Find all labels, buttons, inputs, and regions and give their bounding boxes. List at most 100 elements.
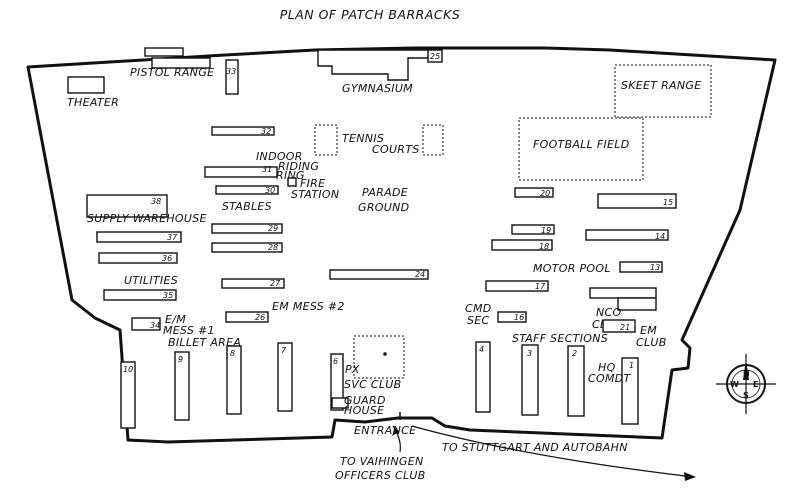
building-8 [226, 345, 242, 415]
building-33 [225, 59, 239, 95]
vaihingen-label-2: OFFICERS CLUB [335, 469, 426, 482]
tennis-court-east [422, 124, 444, 156]
staff-sections-label: STAFF SECTIONS [512, 332, 608, 345]
comdt-label: COMDT [588, 372, 631, 385]
building-12-wing [617, 297, 657, 311]
skeet-range-area [614, 64, 712, 118]
ground-label: GROUND [358, 201, 409, 214]
football-field-label: FOOTBALL FIELD [533, 138, 630, 151]
building-36 [98, 252, 178, 264]
supply-warehouse-label: SUPPLY WAREHOUSE [87, 212, 207, 225]
compass-s: S [743, 391, 749, 400]
building-24 [329, 269, 429, 280]
gymnasium: 25 GYMNASIUM [317, 49, 443, 95]
building-20-number: 20 [540, 189, 550, 198]
motor-pool-label: MOTOR POOL [533, 262, 611, 275]
courtyard-flagpole [383, 352, 387, 356]
sec-label: SEC [467, 314, 490, 327]
pistol-range-block [151, 57, 211, 69]
building-21 [602, 319, 636, 333]
building-35 [103, 289, 177, 301]
courts-label: COURTS [372, 143, 420, 156]
building-1 [621, 357, 639, 425]
em-club-label-b: CLUB [636, 336, 667, 349]
building-16 [497, 311, 527, 323]
pistol-range: PISTOL RANGE [130, 47, 214, 79]
compass-e: E [753, 380, 758, 389]
building-6-number: 6 [333, 357, 338, 366]
guard-house-building [331, 397, 349, 409]
vaihingen-road-arrow [392, 425, 401, 453]
building-31 [204, 166, 278, 178]
building-4 [475, 341, 491, 413]
building-9 [174, 351, 190, 421]
building-10 [120, 361, 136, 429]
fire-label: FIRE [300, 177, 325, 190]
building-28-number: 28 [268, 243, 278, 252]
building-27 [221, 278, 285, 289]
building-17 [485, 280, 549, 292]
building-8-number: 8 [230, 349, 235, 358]
building-6 [330, 353, 344, 411]
building-21-number: 21 [620, 323, 630, 332]
building-20 [514, 187, 554, 198]
billet-area-label: BILLET AREA [168, 336, 241, 349]
utilities-label: UTILITIES [124, 274, 178, 287]
building-13-number: 13 [650, 263, 660, 272]
station-label: STATION [291, 188, 339, 201]
theater-building [67, 76, 105, 94]
building-32 [211, 126, 275, 136]
vaihingen-arrowhead [392, 427, 399, 436]
perimeter-wall [26, 46, 777, 444]
building-19-number: 19 [541, 226, 551, 235]
building-14 [585, 229, 669, 241]
map-title: PLAN OF PATCH BARRACKS [280, 7, 461, 22]
building-18 [491, 239, 553, 251]
indoor-label: INDOOR [256, 150, 303, 163]
stuttgart-label: TO STUTTGART AND AUTOBAHN [442, 441, 628, 454]
building-14-number: 14 [655, 232, 665, 241]
building-16-number: 16 [514, 313, 524, 322]
pistol-range-shed [144, 47, 184, 57]
fire-station-building [287, 177, 297, 187]
building-28 [211, 242, 283, 253]
building-2 [567, 345, 585, 417]
building-27-number: 27 [270, 279, 281, 288]
gymnasium-label: GYMNASIUM [342, 82, 413, 95]
nco-label: NCO [596, 306, 622, 319]
building-10-number: 10 [123, 365, 133, 374]
gymnasium-building [317, 49, 431, 81]
compass-n: N [743, 369, 750, 378]
building-37 [96, 231, 182, 243]
stuttgart-arrowhead [684, 472, 696, 481]
building-29-number: 29 [268, 224, 278, 233]
building-30-number: 30 [265, 186, 275, 195]
football-field-area [518, 117, 644, 181]
stuttgart-road [411, 425, 686, 477]
building-1-number: 1 [629, 361, 634, 370]
building-18-number: 18 [539, 242, 549, 251]
building-25 [427, 49, 443, 63]
entrance-label: ENTRANCE [354, 424, 416, 437]
building-38-number: 38 [151, 197, 161, 206]
building-34-number: 34 [150, 321, 160, 330]
building-2-number: 2 [572, 349, 577, 358]
compass-rose: N S E W [716, 354, 776, 414]
svc-club-courtyard [353, 335, 405, 379]
cmd-label: CMD [465, 302, 492, 315]
em-club-label-a: EM [640, 324, 657, 337]
building-37-number: 37 [167, 233, 178, 242]
svc-club-label: SVC CLUB [344, 378, 402, 391]
building-26-number: 26 [255, 313, 265, 322]
tennis-label: TENNIS [342, 132, 384, 145]
building-12 [589, 287, 657, 299]
building-25-number: 25 [430, 52, 440, 61]
building-24-number: 24 [415, 270, 425, 279]
stables-label: STABLES [222, 200, 272, 213]
theater-label: THEATER [67, 96, 119, 109]
building-19 [511, 224, 555, 235]
building-34 [131, 317, 161, 331]
building-4-number: 4 [479, 345, 484, 354]
em-mess-1-label-b: MESS #1 [163, 324, 215, 337]
